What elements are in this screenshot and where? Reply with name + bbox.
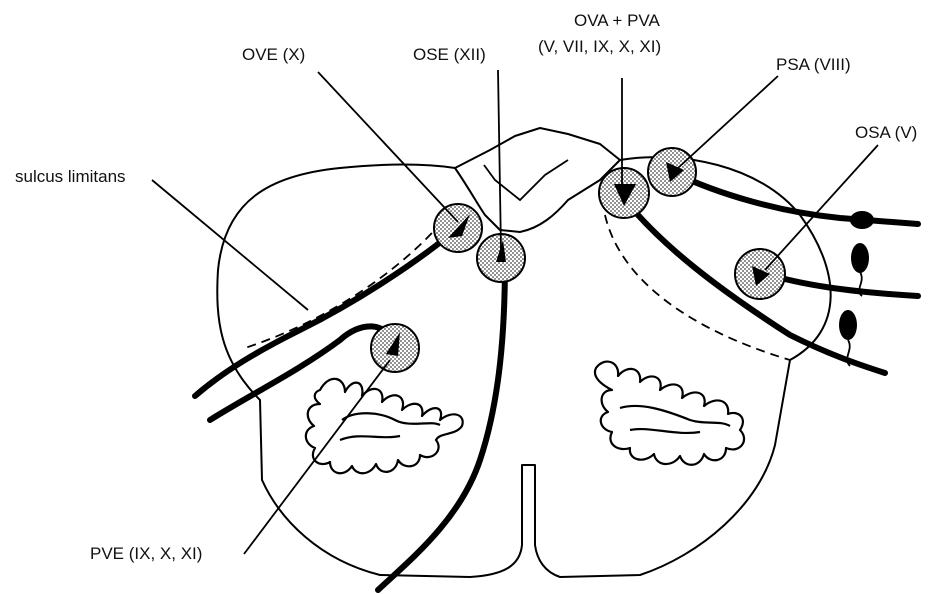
ose-leader bbox=[498, 70, 501, 250]
label-ova-pva-line1: OVA + PVA bbox=[574, 11, 660, 30]
label-sulcus-limitans: sulcus limitans bbox=[15, 167, 126, 186]
ove-leader bbox=[318, 72, 458, 222]
ganglion-cell-3 bbox=[839, 310, 857, 340]
ose-fiber bbox=[378, 260, 505, 590]
psa-leader bbox=[678, 76, 778, 168]
psa-fiber bbox=[672, 172, 918, 224]
label-pve: PVE (IX, X, XI) bbox=[90, 544, 202, 563]
midline-ridge bbox=[484, 160, 568, 200]
label-psa: PSA (VIII) bbox=[776, 55, 851, 74]
ganglion-cell-2 bbox=[851, 243, 869, 273]
sulcus-limitans-left bbox=[245, 222, 442, 348]
inferior-olive-left bbox=[306, 379, 463, 473]
sulcus-leader bbox=[152, 180, 308, 310]
ove-fiber bbox=[195, 228, 458, 396]
inferior-olive-right bbox=[595, 362, 744, 465]
label-ose: OSE (XII) bbox=[413, 45, 486, 64]
label-ove: OVE (X) bbox=[242, 45, 305, 64]
label-ova-pva-line2: (V, VII, IX, X, XI) bbox=[538, 37, 661, 56]
label-osa: OSA (V) bbox=[855, 123, 917, 142]
ganglion-cell-1 bbox=[850, 211, 874, 229]
